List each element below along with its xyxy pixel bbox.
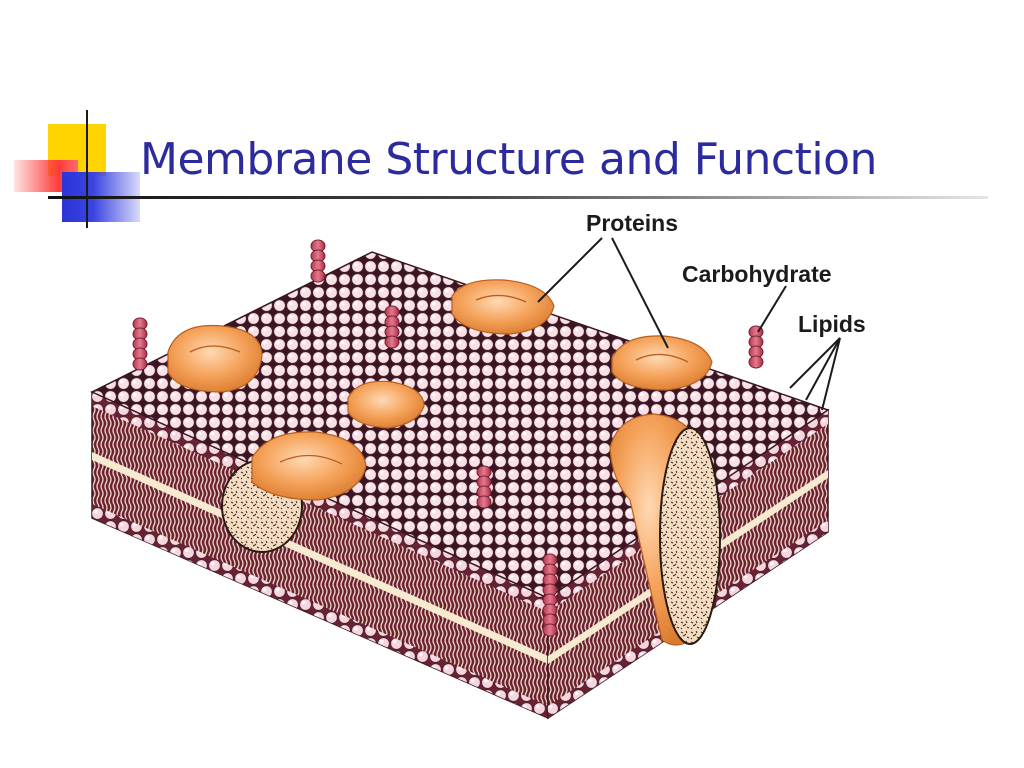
carbohydrate-chains bbox=[132, 239, 764, 637]
label-proteins: Proteins bbox=[586, 210, 678, 236]
carbohydrate-bead bbox=[384, 335, 400, 349]
protein-front-left bbox=[251, 431, 367, 501]
slide-title: Membrane Structure and Function bbox=[140, 134, 877, 185]
title-underline bbox=[48, 196, 988, 199]
deco-vertical-line bbox=[86, 110, 88, 228]
carbohydrate-bead bbox=[310, 269, 326, 283]
carbohydrate-bead bbox=[476, 495, 492, 509]
protein-top-back bbox=[451, 279, 555, 335]
protein-transmembrane bbox=[609, 413, 721, 646]
bilayer-left-side bbox=[91, 390, 549, 720]
carbohydrate-bead bbox=[748, 355, 764, 369]
protein-right bbox=[611, 335, 713, 391]
carbohydrate-bead bbox=[542, 623, 558, 637]
label-carbohydrate: Carbohydrate bbox=[682, 261, 832, 287]
protein-top-left bbox=[167, 324, 263, 393]
leader-lines bbox=[537, 237, 841, 411]
label-lipids: Lipids bbox=[798, 311, 866, 337]
protein-center bbox=[347, 380, 425, 429]
carbohydrate-bead bbox=[132, 357, 148, 371]
